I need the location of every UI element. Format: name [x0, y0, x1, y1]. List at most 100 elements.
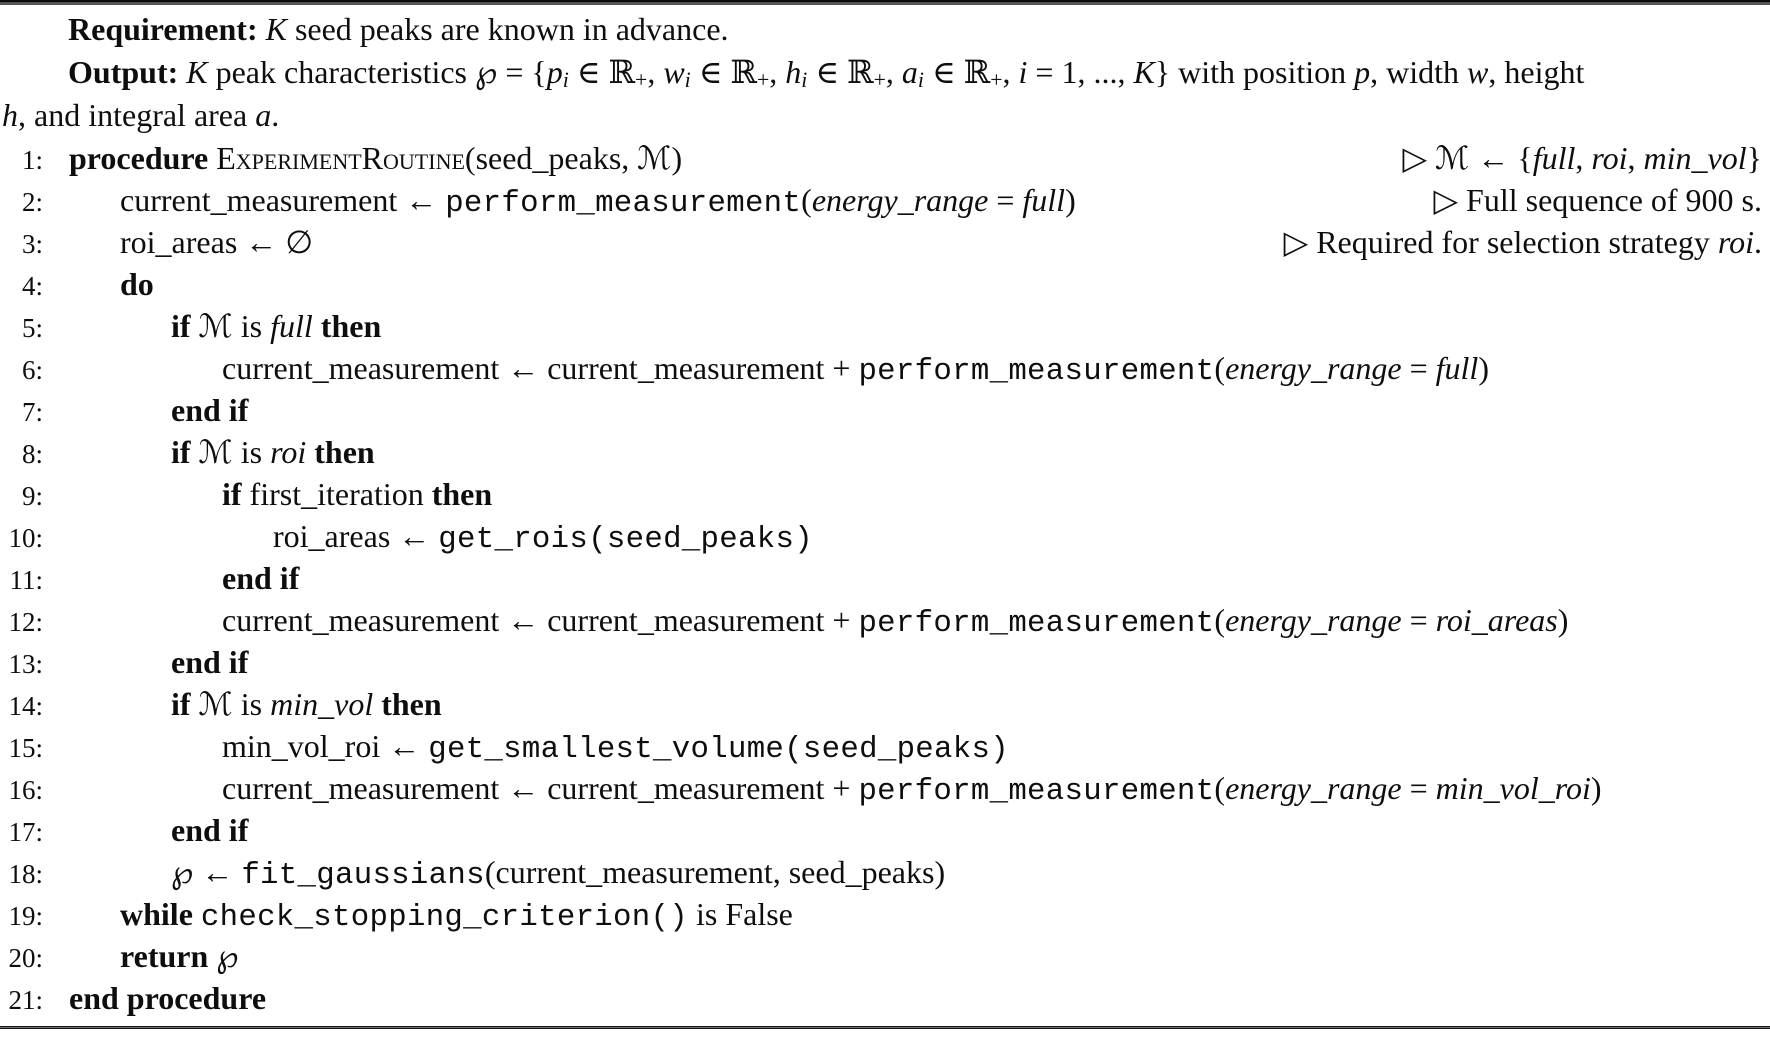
- line-content: end if: [171, 809, 248, 851]
- line-number: 6:: [21, 355, 43, 385]
- text-segment: full: [270, 308, 313, 344]
- line-content: current_measurement ← perform_measuremen…: [120, 179, 1076, 225]
- text-segment: seed peaks are known in advance.: [286, 11, 729, 47]
- text-segment: ←: [193, 854, 242, 890]
- text-segment: full: [1022, 182, 1066, 218]
- text-segment: min_vol: [1643, 140, 1747, 176]
- algorithm-line: 13: end if: [0, 641, 1762, 683]
- algorithm-line: 11: end if: [0, 557, 1762, 599]
- line-content: current_measurement ← current_measuremen…: [222, 347, 1489, 393]
- line-number: 20:: [8, 943, 43, 973]
- line-number: 1:: [21, 145, 43, 175]
- text-segment: ▷: [1402, 140, 1436, 176]
- text-segment: then: [423, 476, 493, 512]
- text-segment: i: [1018, 54, 1028, 90]
- text-segment: , width: [1370, 54, 1468, 90]
- text-segment: (: [801, 182, 812, 218]
- text-segment: end if: [171, 392, 249, 428]
- text-segment: energy_range: [1225, 770, 1402, 806]
- line-comment: ▷ Full sequence of 900 s.: [1433, 179, 1762, 221]
- text-segment: h: [785, 54, 802, 90]
- algorithm-line: 2: current_measurement ← perform_measure…: [0, 179, 1762, 221]
- text-segment: ℳ: [1435, 139, 1470, 177]
- text-segment: ): [671, 140, 683, 176]
- text-segment: if: [222, 476, 250, 512]
- text-segment: (: [1214, 350, 1226, 386]
- text-segment: p: [1354, 54, 1371, 90]
- line-content: roi_areas ← get_rois(seed_peaks): [273, 515, 813, 561]
- line-number: 5:: [21, 313, 43, 343]
- text-segment: return: [120, 938, 217, 974]
- algorithm-line: 3: roi_areas ← ∅ ▷ Required for selectio…: [0, 221, 1762, 263]
- text-segment: if: [171, 434, 199, 470]
- text-segment: +: [635, 67, 648, 92]
- text-segment: full: [1435, 350, 1479, 386]
- text-segment: Requirement:: [68, 11, 266, 47]
- text-segment: is: [232, 308, 271, 344]
- line-content: if ℳ is full then: [171, 305, 381, 347]
- text-segment: energy_range: [1225, 350, 1402, 386]
- text-segment: roi: [1717, 224, 1754, 260]
- text-segment: get_rois(seed_peaks): [438, 522, 813, 557]
- text-segment: end if: [171, 644, 249, 680]
- text-segment: }: [1746, 140, 1762, 176]
- text-segment: peak characteristics: [207, 54, 475, 90]
- algorithm-line: 12: current_measurement ← current_measur…: [0, 599, 1762, 641]
- text-segment: p: [546, 54, 563, 90]
- text-segment: current_measurement ←: [120, 182, 446, 218]
- text-segment: K: [1133, 54, 1155, 90]
- text-segment: +: [873, 67, 886, 92]
- text-segment: .: [271, 97, 280, 133]
- text-segment: procedure: [69, 140, 217, 176]
- text-segment: ℝ: [730, 54, 757, 90]
- text-segment: =: [1401, 602, 1436, 638]
- text-segment: energy_range: [1225, 602, 1402, 638]
- text-segment: check_stopping_criterion(): [200, 900, 688, 935]
- text-segment: ): [1590, 770, 1602, 806]
- line-content: ℘ ← fit_gaussians(current_measurement, s…: [171, 851, 945, 897]
- text-segment: full: [1532, 140, 1576, 176]
- text-segment: i: [801, 67, 808, 92]
- text-segment: perform_measurement: [858, 606, 1215, 641]
- algorithm-line: 1: procedure ExperimentRoutine(seed_peak…: [0, 137, 1762, 179]
- output-line: Output: K peak characteristics ℘ = {pi ∈…: [2, 51, 1762, 94]
- text-segment: roi: [270, 434, 307, 470]
- output-line-continued: h, and integral area a.: [2, 94, 1762, 137]
- text-segment: ,: [1575, 140, 1592, 176]
- text-segment: is: [232, 686, 271, 722]
- text-segment: end if: [222, 560, 300, 596]
- text-segment: } with position: [1154, 54, 1355, 90]
- text-segment: fit_gaussians: [241, 858, 485, 893]
- line-content: end if: [222, 557, 299, 599]
- text-segment: current_measurement ← current_measuremen…: [222, 770, 859, 806]
- algorithm-line: 4: do: [0, 263, 1762, 305]
- text-segment: min_vol_roi ←: [222, 728, 429, 764]
- bottom-rule: [0, 1026, 1770, 1029]
- line-number: 9:: [21, 481, 43, 511]
- text-segment: ,: [885, 54, 902, 90]
- text-segment: then: [312, 308, 382, 344]
- text-segment: +: [757, 67, 770, 92]
- line-number: 3:: [21, 229, 43, 259]
- text-segment: perform_measurement: [858, 774, 1215, 809]
- text-segment: ∈: [807, 54, 848, 90]
- text-segment: =: [1401, 350, 1436, 386]
- text-segment: ℝ: [608, 54, 636, 90]
- line-number: 11:: [9, 565, 44, 595]
- text-segment: i: [684, 67, 691, 92]
- text-segment: ): [1065, 182, 1076, 218]
- text-segment: roi_areas: [1435, 602, 1558, 638]
- text-segment: ℘: [475, 53, 498, 91]
- text-segment: current_measurement ← current_measuremen…: [222, 350, 859, 386]
- line-content: if ℳ is min_vol then: [171, 683, 442, 725]
- text-segment: (: [1214, 602, 1226, 638]
- line-comment: ▷ Required for selection strategy roi.: [1284, 221, 1762, 263]
- text-segment: is: [232, 434, 271, 470]
- text-segment: ∈: [568, 54, 609, 90]
- text-segment: =: [1401, 770, 1436, 806]
- text-segment: is False: [687, 896, 793, 932]
- text-segment: , height: [1488, 54, 1585, 90]
- text-segment: a: [255, 97, 272, 133]
- text-segment: while: [120, 896, 201, 932]
- text-segment: ℳ: [198, 685, 233, 723]
